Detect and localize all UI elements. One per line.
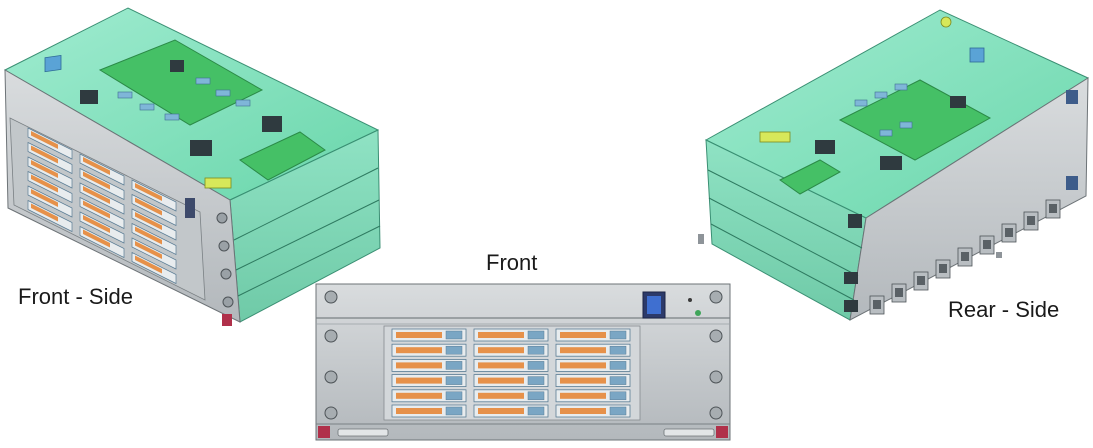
front-side-module (79, 182, 125, 215)
front-module (391, 404, 467, 418)
front-side-module (131, 179, 177, 212)
rear-connector (1001, 223, 1017, 243)
front-module (391, 328, 467, 342)
front-module-grid (391, 328, 631, 418)
front-module (555, 404, 631, 418)
front-module (555, 389, 631, 403)
front-side-module (79, 211, 125, 244)
front-side-module (131, 222, 177, 256)
front-module (473, 374, 549, 388)
front-module (391, 358, 467, 372)
front-side-module (27, 170, 73, 204)
front-module (473, 389, 549, 403)
front-module (555, 374, 631, 388)
rear-connector (891, 283, 907, 303)
front-side-module (131, 193, 177, 227)
front-side-module (27, 141, 73, 175)
front-module (473, 404, 549, 418)
front-module (391, 374, 467, 388)
front-side-module-grid (27, 127, 177, 285)
front-module (555, 358, 631, 372)
front-side-caption: Front - Side (18, 284, 133, 309)
front-module (391, 343, 467, 357)
front-side-module (131, 251, 177, 285)
front-side-module (79, 196, 125, 230)
rear-connector (979, 235, 995, 255)
front-side-module (79, 153, 125, 186)
rear-connector (913, 271, 929, 291)
rear-connector (1023, 211, 1039, 231)
rear-connector (935, 259, 951, 279)
rear-side-caption: Rear - Side (948, 297, 1060, 322)
rear-connector-row (869, 199, 1061, 315)
rear-side-view (698, 9, 1090, 321)
front-side-module (131, 208, 177, 241)
rear-connector (957, 247, 973, 267)
front-side-module (79, 225, 125, 259)
front-side-module (27, 199, 73, 233)
front-side-module (131, 237, 177, 270)
front-side-module (27, 127, 73, 160)
front-view (315, 283, 731, 441)
front-side-module (27, 185, 73, 218)
front-side-view (3, 7, 381, 326)
front-module (555, 328, 631, 342)
front-side-module (79, 167, 125, 201)
front-module (555, 343, 631, 357)
rear-connector (869, 295, 885, 315)
front-module (473, 328, 549, 342)
front-module (473, 343, 549, 357)
front-side-module (27, 156, 73, 189)
front-module (391, 389, 467, 403)
front-caption: Front (486, 250, 538, 275)
front-module (473, 358, 549, 372)
rear-connector (1045, 199, 1061, 219)
